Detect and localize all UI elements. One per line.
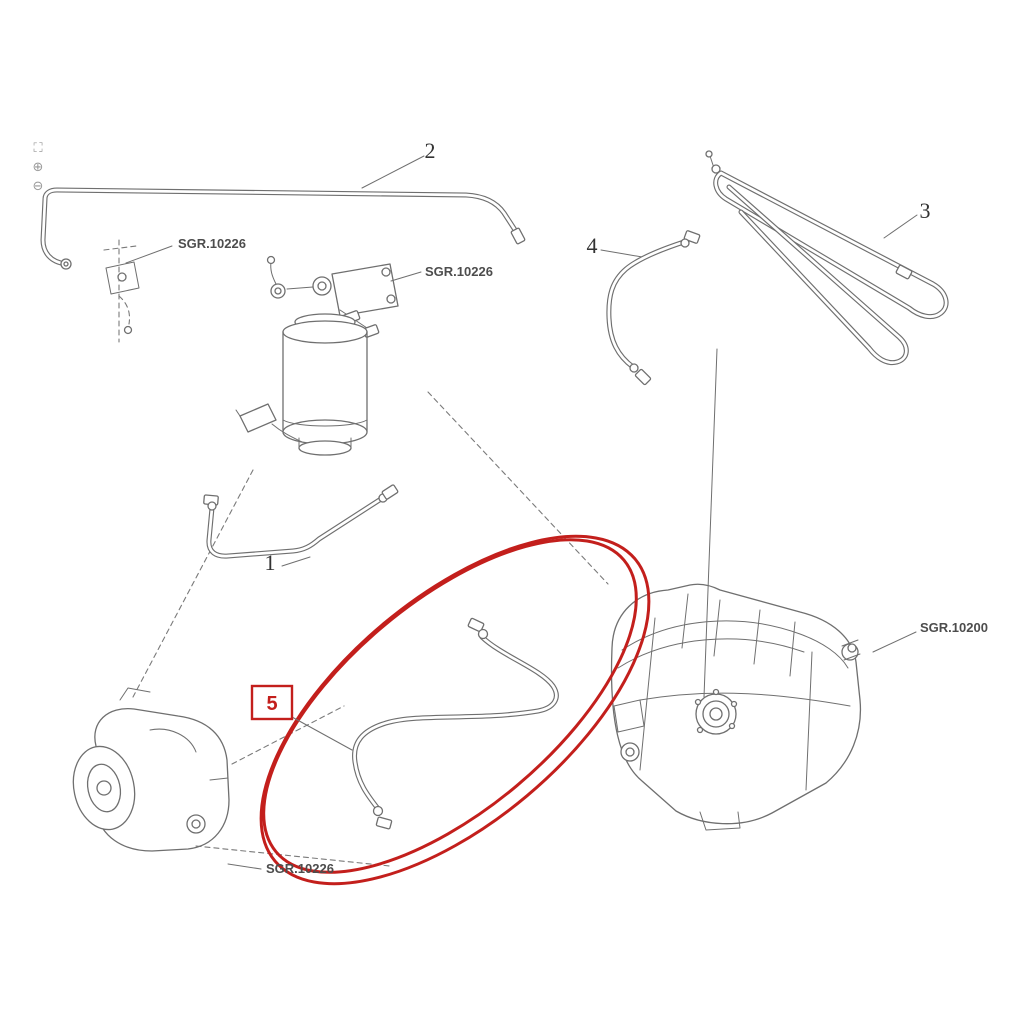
callout-part3[interactable]: 3 bbox=[920, 198, 931, 223]
callout-sgr-tank: SGR.10200 bbox=[920, 620, 988, 635]
callout-sgr-filter: SGR.10226 bbox=[425, 264, 493, 279]
fuel-tank-sketch bbox=[610, 583, 862, 831]
bracket-assembly-sketch bbox=[103, 239, 140, 343]
injection-pump-sketch bbox=[72, 687, 230, 852]
callout-part1[interactable]: 1 bbox=[265, 550, 276, 575]
pipe-2 bbox=[43, 190, 526, 270]
zoom-out-icon[interactable]: ⊖ bbox=[28, 178, 48, 196]
pipe-1 bbox=[202, 483, 399, 556]
callout-sgr-top-left: SGR.10226 bbox=[178, 236, 246, 251]
fuel-filter-sketch bbox=[235, 255, 399, 456]
callout-sgr-bottom-left: SGR.10226 bbox=[266, 861, 334, 876]
callout-part5-label[interactable]: 5 bbox=[266, 693, 277, 715]
fit-view-icon[interactable]: ⛶ bbox=[28, 140, 48, 158]
highlight-ellipse bbox=[259, 534, 651, 886]
highlight-callout-5[interactable]: 5 bbox=[250, 684, 353, 751]
viewer-toolbar: ⛶ ⊕ ⊖ bbox=[28, 140, 48, 196]
pipe-3 bbox=[705, 150, 946, 363]
zoom-in-icon[interactable]: ⊕ bbox=[28, 159, 48, 177]
pipe-4 bbox=[609, 229, 701, 386]
pipe-5 bbox=[355, 617, 557, 830]
callout-part2[interactable]: 2 bbox=[425, 138, 436, 163]
leader-lines bbox=[125, 155, 918, 870]
callout-part4[interactable]: 4 bbox=[587, 233, 598, 258]
